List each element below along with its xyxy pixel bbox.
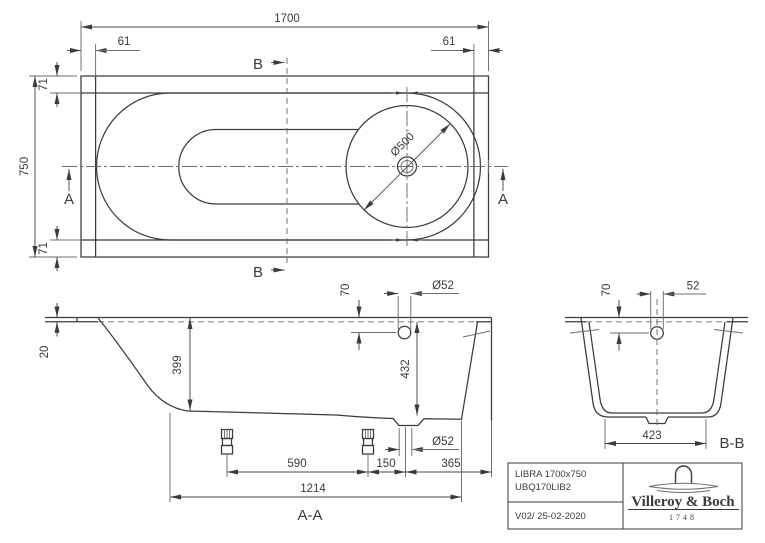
dim-overflow-dia-label: 52	[687, 281, 700, 293]
dim-width-label: 750	[19, 157, 31, 176]
dim-bottom-width-label: 423	[642, 430, 661, 442]
section-bb-label: B-B	[719, 435, 744, 452]
villeroy-boch-logo-icon	[648, 465, 719, 493]
dim-overflow-dia-label: Ø52	[432, 280, 454, 292]
top-view-dimensions: 1700 61 61 750 71 71 Ø500	[19, 13, 503, 271]
dim-overflow-offset-label: 70	[601, 284, 613, 297]
section-a-marker-left: A	[64, 191, 74, 208]
section-bb-dimensions: 52 70 423	[601, 281, 707, 449]
dim-drain-to-edge-label: 365	[441, 458, 460, 470]
overflow-hole	[397, 325, 412, 340]
section-b-marker-bottom: B	[253, 264, 263, 281]
section-b-marker-top: B	[253, 56, 263, 73]
product-name: LIBRA 1700x750	[515, 469, 586, 480]
section-a-marker-right: A	[498, 191, 508, 208]
brand-name: Villeroy & Boch	[631, 494, 735, 510]
dim-inset-left-label: 61	[118, 36, 131, 48]
dim-circle-dia-label: Ø500	[389, 131, 417, 159]
dim-rim-thickness-label: 20	[39, 346, 51, 359]
dim-depth-label: 399	[172, 355, 184, 374]
rim-tick-marks	[391, 91, 423, 242]
dim-inset-top-label: 71	[38, 78, 50, 91]
title-block: LIBRA 1700x750 UBQ170LIB2 V02/ 25-02-202…	[507, 462, 743, 530]
adjustable-foot-left	[220, 428, 234, 455]
tub-section-outline	[45, 316, 493, 427]
section-markers: A A B B	[64, 56, 508, 281]
adjustable-foot-right	[361, 428, 375, 455]
section-aa: 20 399 Ø52 70 432 Ø52	[39, 280, 493, 524]
top-view: 1700 61 61 750 71 71 Ø500	[19, 13, 508, 281]
dim-feet-span-label: 1214	[300, 483, 326, 495]
tub-cross-section-outline	[565, 316, 748, 425]
dim-feet-spacing-label: 590	[287, 458, 306, 470]
section-aa-label: A-A	[297, 507, 322, 524]
dim-inset-bottom-label: 71	[38, 242, 50, 255]
dim-drain-dia-label: Ø52	[432, 436, 454, 448]
section-bb: 52 70 423 B-B	[565, 281, 748, 452]
brand-year: 1748	[669, 513, 697, 522]
dim-foot-to-drain-label: 150	[376, 458, 395, 470]
dim-total-depth-label: 432	[400, 359, 412, 378]
article-number: UBQ170LIB2	[515, 482, 571, 493]
drawing-version: V02/ 25-02-2020	[515, 511, 586, 522]
dim-inset-right-label: 61	[443, 36, 456, 48]
dim-overflow-offset-label: 70	[340, 284, 352, 297]
dim-length-label: 1700	[274, 13, 300, 25]
section-aa-dimensions: 20 399 Ø52 70 432 Ø52	[39, 280, 492, 502]
